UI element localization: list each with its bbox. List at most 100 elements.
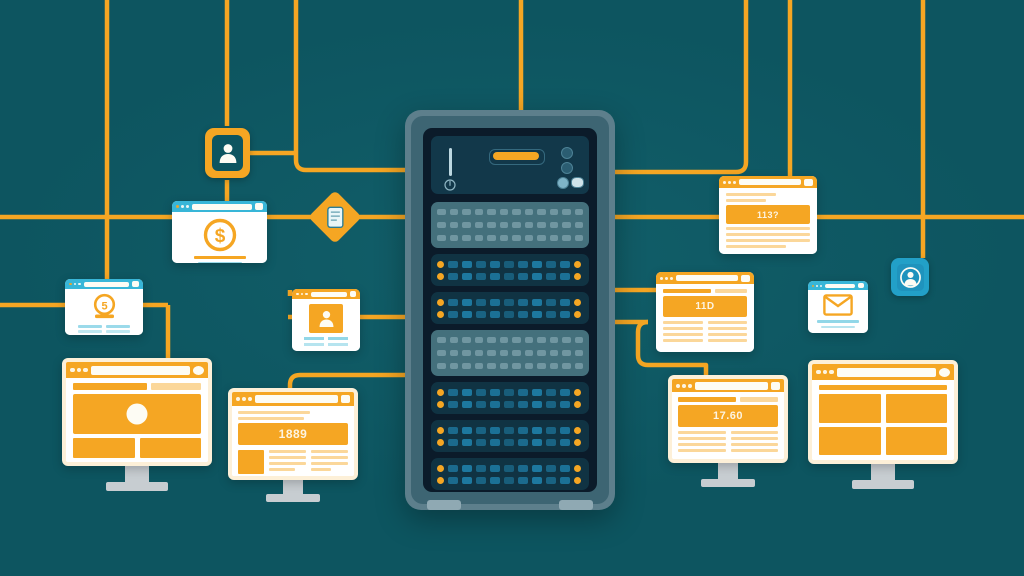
window-titlebar — [292, 289, 360, 299]
blade-indicator — [546, 272, 556, 280]
window-action-button[interactable] — [804, 178, 813, 186]
window-controls[interactable] — [176, 205, 189, 208]
browser-window[interactable]: 1889 — [228, 388, 358, 480]
pricing-desktop-monitor[interactable]: 17.60 — [668, 375, 788, 493]
blade-indicator — [524, 362, 533, 369]
blade-indicator — [574, 298, 581, 306]
blade-indicator — [532, 272, 542, 280]
window-action-button[interactable] — [939, 367, 950, 377]
window-action-button[interactable] — [858, 283, 864, 288]
window-action-button[interactable] — [193, 365, 204, 375]
window-content: 1889 — [232, 406, 354, 476]
blade-indicator — [504, 260, 514, 268]
server-rack[interactable] — [405, 110, 615, 520]
rack-blade-4[interactable] — [431, 420, 589, 452]
address-bar[interactable] — [310, 291, 347, 297]
blade-row — [437, 474, 583, 486]
blade-indicator — [537, 234, 546, 241]
blade-indicator — [560, 464, 570, 472]
blade-indicator — [462, 337, 471, 344]
blade-indicator — [562, 234, 571, 241]
window-controls[interactable] — [816, 369, 834, 375]
blade-indicator — [549, 221, 558, 228]
window-controls[interactable] — [660, 276, 673, 280]
window-controls[interactable] — [723, 180, 736, 184]
window-action-button[interactable] — [341, 395, 350, 403]
blade-indicator — [574, 349, 583, 356]
address-bar[interactable] — [825, 283, 855, 288]
address-bar[interactable] — [83, 281, 129, 287]
blade-indicator — [437, 349, 446, 356]
rack-blade-middle[interactable] — [431, 330, 589, 376]
window-controls[interactable] — [812, 284, 822, 287]
window-controls[interactable] — [69, 282, 81, 286]
blade-indicator — [490, 476, 500, 484]
blade-indicator — [490, 438, 500, 446]
article-value: 113? — [726, 205, 810, 224]
server-status-panel[interactable] — [431, 136, 589, 194]
rack-blade-2[interactable] — [431, 292, 589, 324]
browser-window[interactable] — [808, 360, 958, 464]
blade-indicator — [499, 221, 508, 228]
address-bar[interactable] — [676, 275, 738, 281]
blade-indicator — [512, 349, 521, 356]
media-desktop-monitor[interactable] — [62, 358, 212, 503]
blade-indicator — [499, 209, 508, 216]
blade-indicator — [524, 221, 533, 228]
window-controls[interactable] — [70, 367, 88, 373]
window-controls[interactable] — [236, 397, 252, 401]
blade-indicator — [487, 234, 496, 241]
rack-blade-3[interactable] — [431, 382, 589, 414]
server-foot-right — [559, 500, 593, 510]
blade-indicator — [518, 298, 528, 306]
window-controls[interactable] — [676, 383, 692, 388]
window-action-button[interactable] — [741, 274, 750, 282]
window-titlebar — [65, 279, 143, 289]
address-bar[interactable] — [836, 367, 936, 377]
article-browser-window[interactable]: 113? — [719, 176, 817, 254]
payment-browser-window[interactable]: $ — [172, 201, 267, 263]
blade-indicator — [487, 337, 496, 344]
blade-indicator — [537, 221, 546, 228]
window-titlebar — [812, 364, 954, 380]
counter-browser-window[interactable]: 5 — [65, 279, 143, 335]
account-avatar-badge[interactable] — [891, 258, 929, 296]
address-bar[interactable] — [90, 365, 190, 375]
blade-indicator — [474, 362, 483, 369]
profile-browser-window[interactable] — [292, 289, 360, 351]
blade-indicator — [512, 362, 521, 369]
window-action-button[interactable] — [771, 381, 780, 390]
window-titlebar — [232, 392, 354, 406]
blade-indicator — [476, 298, 486, 306]
price-value: 17.60 — [678, 405, 778, 427]
blade-indicator — [476, 426, 486, 434]
window-action-button[interactable] — [132, 281, 139, 287]
window-content — [808, 290, 868, 333]
rack-blade-top[interactable] — [431, 202, 589, 248]
user-profile-badge[interactable] — [205, 128, 250, 178]
document-node[interactable] — [308, 190, 362, 244]
window-action-button[interactable] — [350, 291, 356, 297]
blade-indicator — [437, 272, 444, 280]
blade-indicator — [560, 260, 570, 268]
mail-browser-window[interactable] — [808, 281, 868, 333]
blade-indicator — [560, 476, 570, 484]
address-bar[interactable] — [192, 203, 252, 210]
browser-window[interactable]: 17.60 — [668, 375, 788, 463]
dashboard-desktop-monitor[interactable] — [808, 360, 958, 498]
blade-indicator — [537, 209, 546, 216]
blade-indicator — [499, 362, 508, 369]
report-browser-window[interactable]: 11D — [656, 272, 754, 352]
address-bar[interactable] — [739, 179, 801, 185]
browser-window[interactable] — [62, 358, 212, 466]
window-action-button[interactable] — [255, 203, 263, 210]
blade-indicator — [512, 234, 521, 241]
address-bar[interactable] — [255, 395, 338, 403]
rack-blade-5[interactable] — [431, 458, 589, 490]
stats-desktop-monitor[interactable]: 1889 — [228, 388, 358, 506]
address-bar[interactable] — [695, 381, 768, 390]
blade-indicator — [462, 400, 472, 408]
rack-blade-1[interactable] — [431, 254, 589, 286]
window-controls[interactable] — [296, 292, 308, 296]
